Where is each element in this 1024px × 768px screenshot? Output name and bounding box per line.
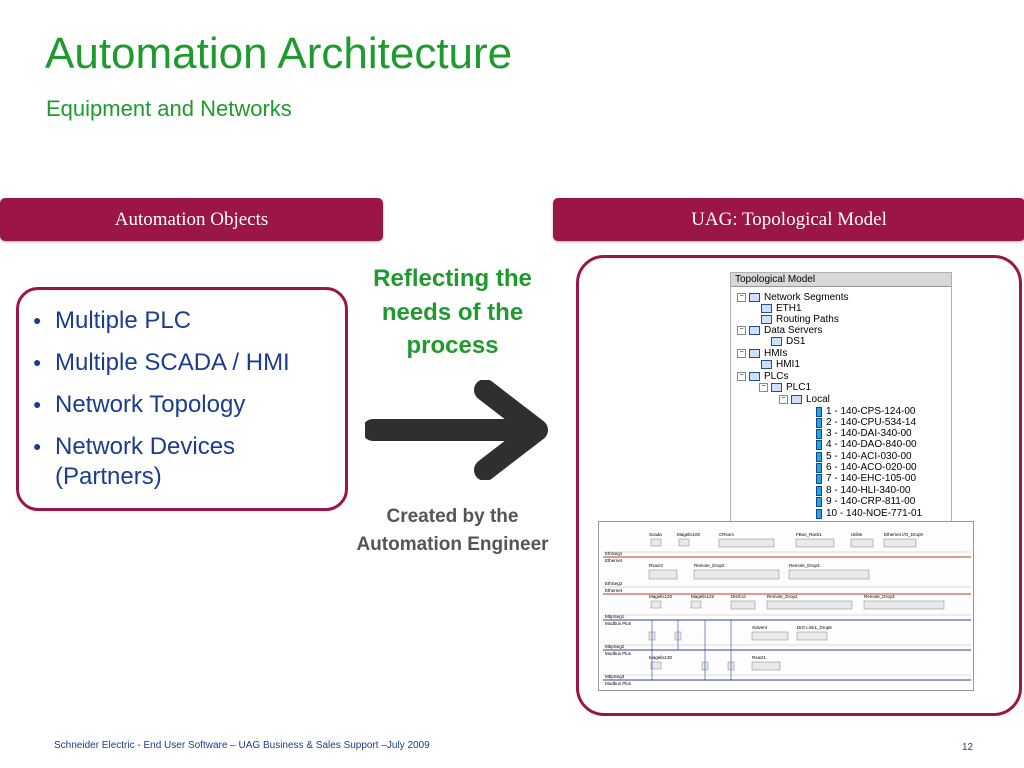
segment-label: EthSeg1	[605, 551, 623, 556]
topological-model-tree: Topological Model −Network Segments ETH1…	[730, 272, 952, 524]
tree-module[interactable]: 2 - 140-CPU-534-14	[816, 417, 916, 428]
segment-label: Ethernet	[605, 558, 623, 563]
tree-module[interactable]: 6 - 140-ACO-020-00	[816, 462, 917, 473]
tree-module[interactable]: 3 - 140-DAI-340-00	[816, 428, 912, 439]
tree-node[interactable]: HMI1	[761, 359, 800, 370]
tree-node[interactable]: −Data Servers	[737, 325, 822, 336]
segment-label: MbpSeg2	[605, 644, 625, 649]
tree-node[interactable]: −HMIs	[737, 348, 787, 359]
device-label: Solvent	[752, 625, 768, 630]
device-label: Scada	[649, 532, 662, 537]
network-diagram-svg: EthSeg1 Ethernet EthSeg2 Ethernet MbpSeg…	[603, 532, 971, 686]
tree-node[interactable]: −Network Segments	[737, 292, 848, 303]
tree-module[interactable]: 8 - 140-HLI-340-00	[816, 485, 911, 496]
device-label: DIO Link1_Drop6	[797, 625, 832, 630]
device-label: Magelis130	[649, 655, 673, 660]
device-label: Rsact1	[752, 655, 767, 660]
network-topology-diagram: EthSeg1 Ethernet EthSeg2 Ethernet MbpSeg…	[598, 521, 974, 691]
device-label: CRsom	[719, 532, 734, 537]
tree-node[interactable]: DS1	[771, 336, 805, 347]
slide-title: Automation Architecture	[45, 29, 513, 78]
bullet-item: ●Network Devices (Partners)	[33, 433, 236, 490]
device-label: Rsact2	[649, 563, 664, 568]
bullet-dot-icon: ●	[33, 438, 42, 454]
bullet-dot-icon: ●	[33, 354, 42, 370]
right-arrow-icon	[365, 380, 548, 480]
segment-label: Modbus Plus	[605, 651, 632, 656]
tree-node[interactable]: −PLCs	[737, 371, 788, 382]
segment-label: Modbus Plus	[605, 621, 632, 626]
bullet-dot-icon: ●	[33, 312, 42, 328]
device-label: Magelis120	[649, 594, 673, 599]
footer-text: Schneider Electric - End User Software –…	[54, 740, 430, 751]
bullet-list: ●Multiple PLC ●Multiple SCADA / HMI ●Net…	[33, 306, 345, 504]
created-by-text: Created by the Automation Engineer	[356, 506, 549, 555]
device-label: Magelis100	[677, 532, 701, 537]
device-label: Remote_Drop2	[694, 563, 725, 568]
bullet-dot-icon: ●	[33, 396, 42, 412]
tree-module[interactable]: 7 - 140-EHC-105-00	[816, 473, 916, 484]
page-number: 12	[962, 742, 974, 753]
bullet-item: ●Multiple SCADA / HMI	[33, 349, 290, 376]
segment-label: MbpSeg3	[605, 674, 625, 679]
tree-module[interactable]: 10 - 140-NOE-771-01	[816, 508, 922, 519]
tree-node[interactable]: ETH1	[761, 303, 802, 314]
segment-label: EthSeg2	[605, 581, 623, 586]
segment-label: Ethernet	[605, 588, 623, 593]
tree-node[interactable]: −Local	[779, 394, 830, 405]
device-label: Remote_Drop2	[767, 594, 798, 599]
topological-model-header: UAG: Topological Model	[553, 198, 1024, 241]
bullet-item: ●Network Topology	[33, 391, 246, 418]
topological-model-box	[576, 255, 1022, 716]
tree-module[interactable]: 9 - 140-CRP-811-00	[816, 496, 915, 507]
tree-module[interactable]: 4 - 140-DAO-840-00	[816, 439, 917, 450]
tree-node[interactable]: Routing Paths	[761, 314, 839, 325]
tree-module[interactable]: 1 - 140-CPS-124-00	[816, 406, 916, 417]
device-label: Utilite	[851, 532, 863, 537]
device-label: DistCol	[731, 594, 746, 599]
segment-label: Modbus Plus	[605, 681, 632, 686]
tree-node[interactable]: −PLC1	[759, 382, 811, 393]
reflecting-needs-text: Reflecting the needs of the process	[373, 265, 532, 360]
slide-subtitle: Equipment and Networks	[46, 96, 292, 121]
segment-label: MbpSeg1	[605, 614, 625, 619]
bullet-item: ●Multiple PLC	[33, 307, 192, 334]
tree-title: Topological Model	[731, 273, 951, 287]
device-label: Ethernet I/O_Drop0	[884, 532, 924, 537]
device-label: Remote_Drop3	[864, 594, 895, 599]
automation-objects-box: ●Multiple PLC ●Multiple SCADA / HMI ●Net…	[16, 287, 348, 511]
device-label: Remote_Drop3	[789, 563, 820, 568]
tree-module[interactable]: 5 - 140-ACI-030-00	[816, 451, 912, 462]
device-label: FBus_Rack1	[796, 532, 822, 537]
device-label: Magelis125	[691, 594, 715, 599]
automation-objects-header: Automation Objects	[0, 198, 383, 241]
